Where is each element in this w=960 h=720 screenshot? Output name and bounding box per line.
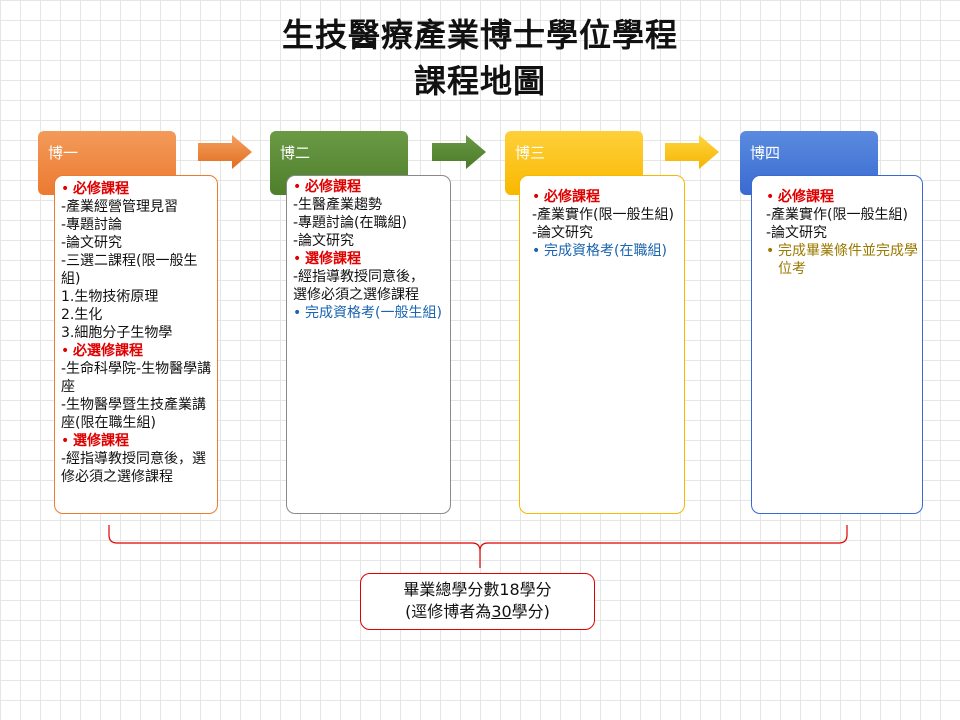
year-3-card: •必修課程 -產業實作(限一般生組) -論文研究 •完成資格考(在職組) (519, 175, 685, 514)
year-2-card: •必修課程 -生醫產業趨勢 -專題討論(在職組) -論文研究 •選修課程 -經指… (286, 175, 451, 514)
course-item: -論文研究 (293, 233, 355, 249)
bullet-icon: • (293, 251, 302, 267)
arrow-right-icon (432, 135, 486, 169)
course-item: -專題討論(在職組) (293, 215, 407, 231)
course-item: -生命科學院-生物醫學講座 (61, 361, 212, 395)
course-item: -產業經營管理見習 (61, 199, 179, 215)
required-heading: •必修課程 (61, 181, 129, 197)
required-heading: •必修課程 (532, 189, 600, 205)
elective-heading: •選修課程 (61, 433, 129, 449)
bullet-icon: • (293, 305, 302, 321)
bullet-icon: • (532, 243, 541, 259)
course-item: -經指導教授同意後， (293, 269, 425, 285)
course-item: -三選二課程(限一般生組) (61, 253, 198, 287)
qualifying-exam-note: •完成資格考(一般生組) (293, 305, 442, 321)
year-1-card: •必修課程 -產業經營管理見習 -專題討論 -論文研究 -三選二課程(限一般生組… (54, 175, 218, 514)
course-item: -產業實作(限一般生組) (766, 207, 908, 223)
required-heading: •必修課程 (293, 179, 361, 195)
course-item: -論文研究 (61, 235, 123, 251)
arrow-right-icon (198, 135, 252, 169)
elective-heading: •選修課程 (293, 251, 361, 267)
course-item: 2.生化 (61, 307, 103, 323)
direct-phd-credits-text: (逕修博者為30學分) (405, 602, 550, 621)
course-item: -論文研究 (532, 225, 594, 241)
course-item: -論文研究 (766, 225, 828, 241)
bullet-icon: • (61, 343, 70, 359)
bracket-connector (108, 525, 848, 568)
course-item: 1.生物技術原理 (61, 289, 159, 305)
diagram-subtitle: 課程地圖 (413, 62, 546, 100)
graduation-credits-box: 畢業總學分數18學分 (逕修博者為30學分) (360, 573, 595, 630)
course-item: -經指導教授同意後，選修必須之選修課程 (61, 451, 207, 485)
bullet-icon: • (61, 181, 70, 197)
bullet-icon: • (532, 189, 541, 205)
must-elective-heading: •必選修課程 (61, 343, 143, 359)
total-credits-text: 畢業總學分數18學分 (403, 580, 552, 599)
graduation-note: •完成畢業條件並完成學位考 (766, 243, 918, 277)
qualifying-exam-note: •完成資格考(在職組) (532, 243, 667, 259)
bullet-icon: • (293, 179, 302, 195)
required-heading: •必修課程 (766, 189, 834, 205)
bullet-icon: • (766, 243, 775, 259)
course-item: 3.細胞分子生物學 (61, 325, 173, 341)
bullet-icon: • (61, 433, 70, 449)
arrow-right-icon (665, 135, 719, 169)
course-item: -生物醫學暨生技產業講座(限在職生組) (61, 397, 207, 431)
course-item: -專題討論 (61, 217, 123, 233)
course-item: -產業實作(限一般生組) (532, 207, 674, 223)
course-item: -生醫產業趨勢 (293, 197, 383, 213)
bullet-icon: • (766, 189, 775, 205)
year-4-card: •必修課程 -產業實作(限一般生組) -論文研究 •完成畢業條件並完成學位考 (751, 175, 923, 514)
course-item: 選修必須之選修課程 (293, 287, 419, 303)
diagram-title: 生技醫療產業博士學位學程 (281, 16, 678, 54)
